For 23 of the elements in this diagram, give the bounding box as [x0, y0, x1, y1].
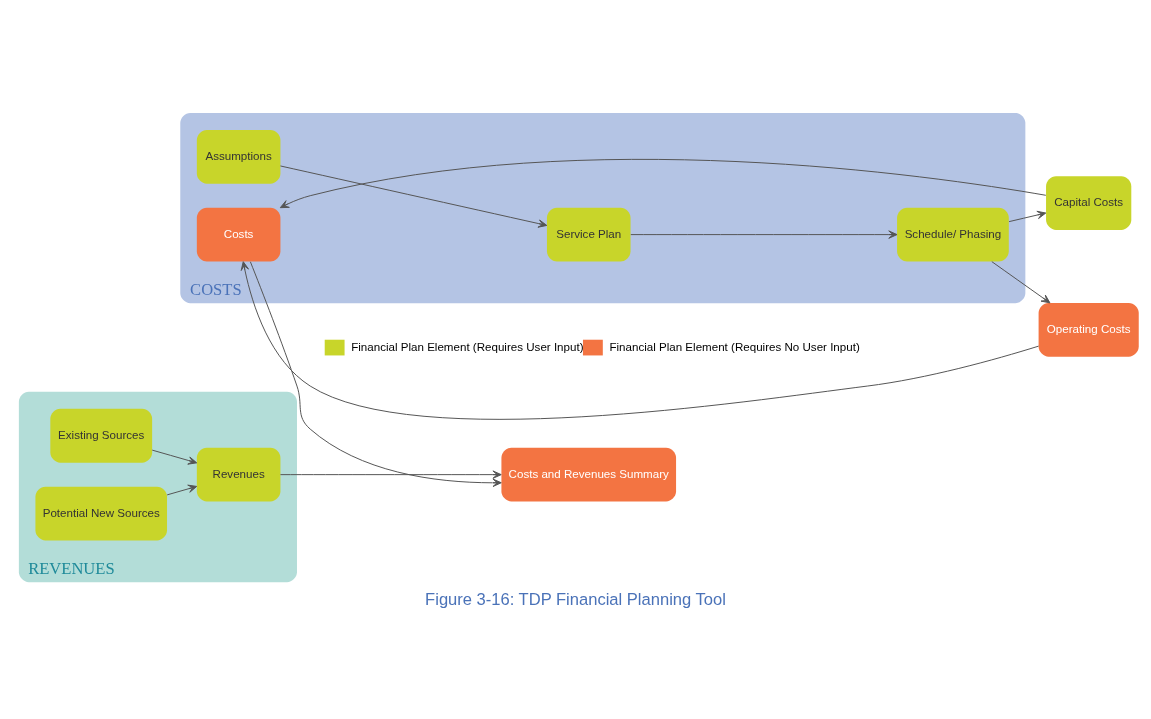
node-box: Operating Costs	[1038, 302, 1139, 357]
node-box: Existing Sources	[50, 408, 153, 463]
arrow	[279, 158, 1047, 208]
arrow	[991, 260, 1051, 303]
node-box: Potential New Sources	[35, 486, 168, 540]
arrow	[630, 229, 898, 239]
arrow	[279, 469, 502, 479]
arrow	[279, 164, 548, 228]
node-box: Costs and Revenues Summary	[501, 447, 677, 502]
arrow	[249, 260, 502, 487]
caption: Figure 3-16: TDP Financial Planning Tool	[425, 589, 726, 609]
legend-label: Financial Plan Element (Requires User Input)	[351, 340, 584, 353]
node-box: Revenues	[196, 447, 281, 502]
legend-label: Financial Plan Element (Requires No User Input)	[609, 340, 860, 353]
node-box: Service Plan	[546, 207, 631, 261]
node-box: Schedule/ Phasing	[897, 207, 1009, 261]
arrow	[166, 484, 198, 495]
node-box: Assumptions	[196, 129, 281, 184]
arrow	[151, 449, 198, 465]
node-box: Capital Costs	[1046, 175, 1132, 230]
arrow	[1008, 210, 1047, 222]
node-box: Costs	[196, 207, 281, 261]
arrow	[240, 260, 1040, 420]
